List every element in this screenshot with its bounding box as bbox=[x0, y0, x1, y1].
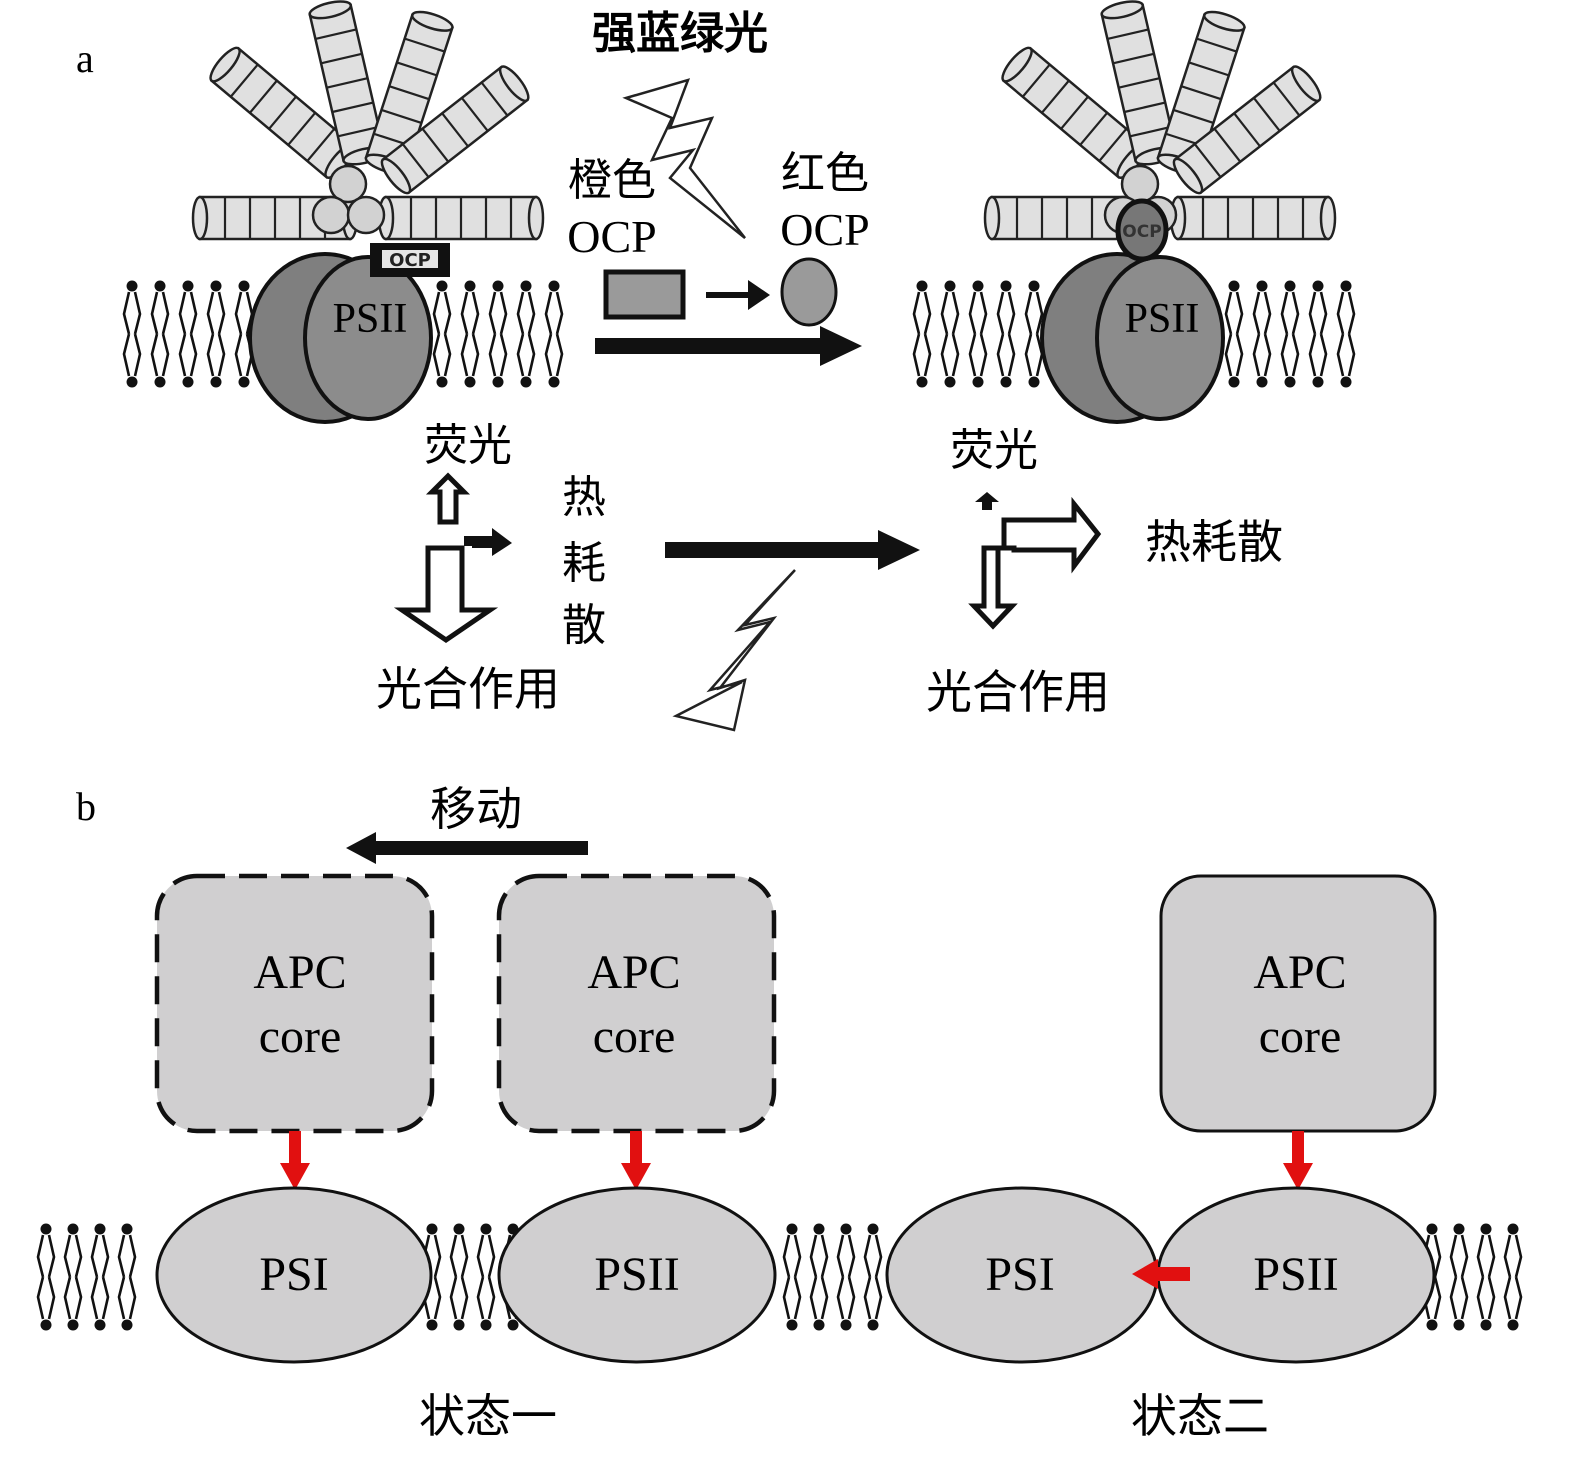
left-photosynthesis-label: 光合作用 bbox=[376, 662, 560, 716]
psii-state2-label: PSII bbox=[1253, 1248, 1338, 1301]
apc-core-1-line2: core bbox=[259, 1010, 342, 1063]
right-fluorescence-label: 荧光 bbox=[950, 425, 1038, 476]
red-ocp-label: 红色 bbox=[781, 148, 869, 199]
state1-label: 状态一 bbox=[419, 1389, 557, 1443]
left-heat-arrow bbox=[464, 528, 512, 556]
energy-arrow-2 bbox=[621, 1131, 651, 1190]
psii-state1 bbox=[497, 1186, 777, 1364]
apc-core-1 bbox=[154, 873, 435, 1134]
left-psii-label: PSII bbox=[333, 296, 408, 342]
psi-state2-label: PSI bbox=[985, 1248, 1054, 1301]
apc-core-2-line1: APC bbox=[587, 946, 680, 999]
left-psii-complex: OCP PSII bbox=[193, 0, 543, 422]
right-ocp-tag: OCP bbox=[1122, 222, 1161, 242]
panel-a-label: a bbox=[76, 36, 94, 81]
apc-core-3-line1: APC bbox=[1253, 946, 1346, 999]
orange-ocp-label-2: OCP bbox=[567, 211, 656, 262]
spillover-arrow bbox=[1132, 1259, 1190, 1289]
orange-ocp-shape bbox=[603, 269, 686, 320]
apc-core-2 bbox=[496, 873, 777, 1134]
right-psii-complex: OCP PSII bbox=[985, 0, 1335, 422]
left-ocp-tag: OCP bbox=[389, 250, 431, 271]
right-heat-label: 热耗散 bbox=[1145, 515, 1283, 569]
left-heat-char-3: 散 bbox=[562, 600, 606, 651]
move-label: 移动 bbox=[430, 782, 522, 836]
right-psii-label: PSII bbox=[1125, 296, 1200, 342]
state2-label: 状态二 bbox=[1131, 1389, 1269, 1443]
left-heat-char-2: 耗 bbox=[562, 538, 606, 589]
energy-arrow-1 bbox=[280, 1131, 310, 1190]
light-title: 强蓝绿光 bbox=[592, 8, 768, 59]
ocp-conversion-arrow bbox=[706, 280, 770, 310]
left-fluorescence-arrow bbox=[425, 472, 471, 525]
psi-state1-label: PSI bbox=[259, 1248, 328, 1301]
left-fluorescence-label: 荧光 bbox=[424, 420, 512, 471]
apc-core-2-line2: core bbox=[593, 1010, 676, 1063]
orange-ocp-label: 橙色 bbox=[568, 155, 656, 206]
red-ocp-shape bbox=[780, 257, 838, 327]
left-heat-char-1: 热 bbox=[562, 472, 606, 523]
psi-state1 bbox=[155, 1186, 433, 1364]
right-photosynthesis-label: 光合作用 bbox=[926, 665, 1110, 719]
panel-b-label: b bbox=[76, 784, 96, 829]
apc-core-3-line2: core bbox=[1259, 1010, 1342, 1063]
energy-arrow-3 bbox=[1283, 1131, 1313, 1190]
move-arrow bbox=[346, 832, 588, 864]
transition-arrow-bottom bbox=[665, 530, 920, 570]
apc-core-1-line1: APC bbox=[253, 946, 346, 999]
psii-state1-label: PSII bbox=[594, 1248, 679, 1301]
left-photosynthesis-arrow bbox=[393, 545, 499, 644]
lightning-icon-bottom bbox=[672, 569, 796, 732]
right-energy-arrows bbox=[968, 496, 1102, 630]
lightning-icon bbox=[622, 78, 746, 239]
transition-arrow-top bbox=[595, 326, 862, 366]
right-fluorescence-arrow bbox=[975, 492, 999, 510]
red-ocp-label-2: OCP bbox=[780, 204, 869, 255]
apc-core-3 bbox=[1159, 874, 1437, 1133]
